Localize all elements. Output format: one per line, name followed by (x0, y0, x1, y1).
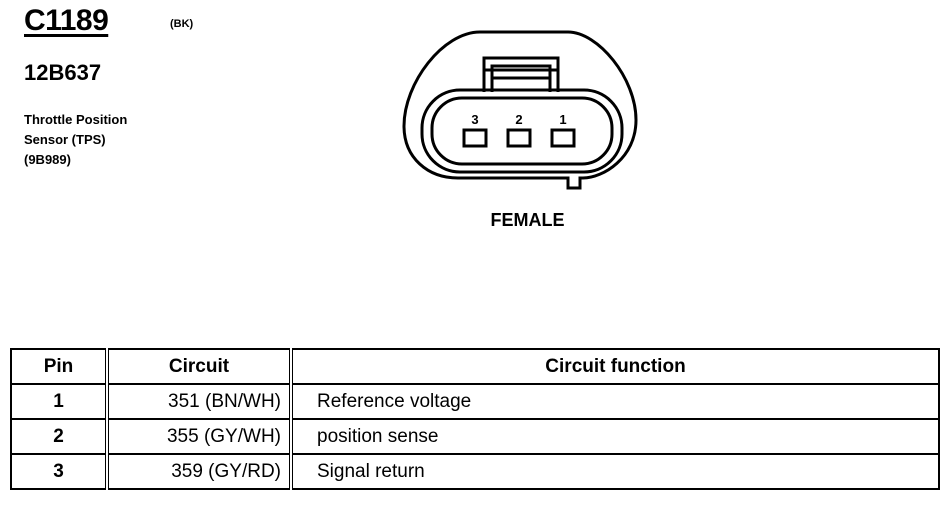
circuit-cell: 355 (GY/WH) (106, 418, 293, 455)
pin-cavity-1 (550, 128, 576, 148)
pin-label: 2 (515, 112, 522, 127)
column-header-circuit: Circuit (106, 348, 293, 385)
function-cell: Signal return (290, 453, 940, 490)
pin-cavity-2 (506, 128, 532, 148)
pin-label: 1 (559, 112, 566, 127)
function-cell: Reference voltage (290, 383, 940, 420)
connector-inner-body (420, 88, 624, 174)
description-line: Throttle Position (24, 112, 128, 127)
circuit-cell: 359 (GY/RD) (106, 453, 293, 490)
function-cell: position sense (290, 418, 940, 455)
pin-cell: 3 (10, 453, 109, 490)
connector-latch (482, 56, 560, 92)
pin-label: 3 (471, 112, 478, 127)
column-header-function: Circuit function (290, 348, 940, 385)
pinout-table: Pin Circuit Circuit function 1 351 (BN/W… (10, 348, 940, 490)
color-code: (BK) (170, 18, 194, 30)
component-description: Throttle Position Sensor (TPS) (9B989) (24, 110, 127, 170)
pin-cell: 2 (10, 418, 109, 455)
table-row: 3 359 (GY/RD) Signal return (10, 453, 940, 490)
description-line: Sensor (TPS) (24, 132, 106, 147)
circuit-cell: 351 (BN/WH) (106, 383, 293, 420)
connector-face-diagram: 3 2 1 (402, 30, 638, 190)
connector-housing-outline (402, 30, 638, 190)
table-header-row: Pin Circuit Circuit function (10, 348, 940, 385)
column-header-pin: Pin (10, 348, 109, 385)
table-row: 1 351 (BN/WH) Reference voltage (10, 383, 940, 420)
description-line: (9B989) (24, 152, 71, 167)
pin-cavity-3 (462, 128, 488, 148)
gender-label: FEMALE (490, 210, 565, 230)
connector-id: C1189 (24, 4, 109, 37)
pin-cell: 1 (10, 383, 109, 420)
table-row: 2 355 (GY/WH) position sense (10, 418, 940, 455)
part-number: 12B637 (24, 60, 102, 85)
connector-inner-face (430, 96, 614, 166)
